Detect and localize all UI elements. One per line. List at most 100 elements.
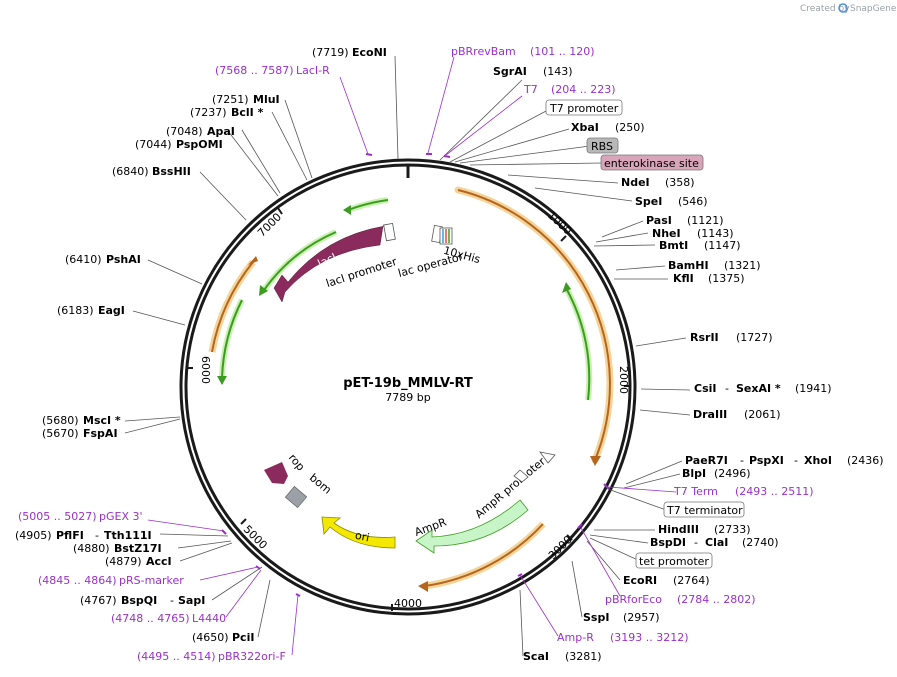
orf-arc-left-arrowhead — [248, 256, 258, 265]
credit-text: Created by — [800, 4, 850, 14]
enzyme-ecori: EcoRI — [623, 574, 657, 587]
primer-pbrforeco: pBRforEco — [605, 593, 662, 606]
t7-terminator-label: T7 terminator — [666, 504, 743, 517]
laci-promoter-marker — [383, 222, 396, 242]
bom-label: bom — [307, 471, 334, 497]
plasmid-size: 7789 bp — [385, 391, 430, 404]
enzyme-mlui: MluI — [253, 93, 280, 106]
ori-feature[interactable] — [321, 516, 396, 549]
enzyme-kfli: KflI — [673, 272, 694, 285]
t7-promoter-label: T7 promoter — [549, 102, 619, 115]
rop-feature[interactable] — [264, 462, 288, 484]
enzyme-bcli: BclI * — [231, 106, 264, 119]
green-orf-right-arrowhead — [562, 282, 571, 293]
primer-pgex3: pGEX 3' — [99, 510, 143, 523]
primer-prs-range: (4845 .. 4864) — [38, 574, 117, 587]
enzyme-pcii: PciI — [232, 631, 254, 644]
enzyme-apai: ApaI — [207, 125, 235, 138]
enzyme-nhei: NheI — [652, 227, 681, 240]
primer-ampr: Amp-R — [557, 631, 594, 644]
green-orf-left-arrowhead — [217, 376, 227, 385]
t7-terminator-box — [663, 501, 745, 518]
rop-label: rop — [286, 451, 308, 473]
enzyme-pshai-pos: (6410) — [65, 253, 102, 266]
primer-l4440: L4440 — [192, 612, 226, 625]
enzyme-paer7i-sep2: - — [794, 454, 798, 467]
enzyme-ndei: NdeI — [621, 176, 650, 189]
orf-arc-right-glow — [454, 186, 614, 464]
enzyme-pflfi-sep: - — [95, 529, 99, 542]
enzyme-econi-pos: (7719) — [312, 46, 349, 59]
enzyme-tth111i: Tth111I — [104, 529, 152, 542]
enzyme-pshai: PshAI — [106, 253, 141, 266]
snapgene-logo-icon — [838, 3, 848, 13]
enzyme-clai: ClaI — [705, 536, 728, 549]
orf-arc-right — [457, 189, 611, 461]
enzyme-xbai-pos: (250) — [615, 121, 645, 134]
enzyme-econi: EcoNI — [352, 46, 387, 59]
enzyme-ecori-pos: (2764) — [673, 574, 710, 587]
enzyme-labels: (7719) EcoNI SgrAI (143) XbaI (250) NdeI… — [15, 46, 884, 663]
tet-promoter-box — [635, 552, 713, 569]
primer-labels: (7568 .. 7587) LacI-R pBRrevBam (101 .. … — [18, 45, 814, 663]
enzyme-bcli-pos: (7237) — [190, 106, 227, 119]
primer-pbrrevbam: pBRrevBam — [451, 45, 516, 58]
orf-arc-bottom — [424, 523, 544, 587]
enzyme-bmti-pos: (1147) — [704, 239, 741, 252]
enzyme-bamhi: BamHI — [668, 259, 709, 272]
enzyme-apai-pos: (7048) — [166, 125, 203, 138]
primer-t7: T7 — [523, 83, 538, 96]
plasmid-name: pET-19b_MMLV-RT — [343, 376, 473, 391]
primer-t7term-range: (2493 .. 2511) — [735, 485, 814, 498]
enzyme-kfli-pos: (1375) — [708, 272, 745, 285]
enzyme-pspomi-pos: (7044) — [135, 138, 172, 151]
ampr-promoter-marker — [513, 469, 529, 483]
enzyme-sapi: SapI — [178, 594, 205, 607]
brand-text: SnapGene — [850, 4, 897, 14]
ori-label: ori — [354, 529, 371, 545]
enzyme-pasi: PasI — [646, 214, 672, 227]
enzyme-pcii-pos: (4650) — [192, 631, 229, 644]
tet-promoter-label: tet promoter — [639, 555, 709, 568]
green-orf-upperleft — [263, 231, 337, 291]
primer-pbr322ori-range: (4495 .. 4514) — [137, 650, 216, 663]
enzyme-pflfi: PflFI — [56, 529, 84, 542]
enzyme-eagi-pos: (6183) — [57, 304, 94, 317]
ampr-feature[interactable] — [415, 499, 529, 554]
enzyme-draiii: DraIII — [693, 408, 727, 421]
enzyme-fspai: FspAI — [83, 427, 118, 440]
enzyme-draiii-pos: (2061) — [744, 408, 781, 421]
enzyme-bsshii: BssHII — [152, 165, 191, 178]
bom-feature[interactable] — [284, 485, 308, 509]
enzyme-msci-pos: (5680) — [42, 414, 79, 427]
enterokinase-box — [600, 154, 704, 171]
enzyme-xbai: XbaI — [571, 121, 599, 134]
enzyme-bspqi-sep: - — [170, 594, 174, 607]
enzyme-spei-pos: (546) — [678, 195, 708, 208]
primer-l4440-range: (4748 .. 4765) — [111, 612, 190, 625]
enzyme-csii-sep: - — [725, 382, 729, 395]
orf-arc-bottom-arrowhead — [418, 581, 428, 592]
enzyme-paer7i: PaeR7I — [685, 454, 728, 467]
enzyme-hindiii: HindIII — [658, 523, 699, 536]
enzyme-bspdi-pos: (2740) — [742, 536, 779, 549]
backbone-outer-ring — [179, 158, 637, 616]
enzyme-paer7i-pos: (2436) — [847, 454, 884, 467]
enzyme-sspi: SspI — [583, 611, 609, 624]
boxed-labels: T7 promoter RBS enterokinase site T7 ter… — [545, 99, 745, 569]
t7-promoter-box — [545, 99, 623, 116]
tick-label-4000: 4000 — [394, 597, 422, 610]
enzyme-msci: MscI * — [83, 414, 121, 427]
orf-arc-left — [211, 261, 254, 353]
enzyme-pspomi: PspOMI — [176, 138, 223, 151]
enzyme-ndei-pos: (358) — [665, 176, 695, 189]
enzyme-xhoi: XhoI — [804, 454, 832, 467]
tick-marks — [186, 207, 631, 611]
green-orf-upperleft-arrowhead — [259, 285, 268, 296]
rbs-label: RBS — [591, 140, 613, 153]
enzyme-bspdi: BspDI — [650, 536, 686, 549]
enzyme-bspqi-pos: (4767) — [80, 594, 117, 607]
enzyme-rsrii-pos: (1727) — [736, 331, 773, 344]
laci-feature[interactable] — [273, 225, 386, 303]
green-orf-right — [565, 287, 591, 401]
